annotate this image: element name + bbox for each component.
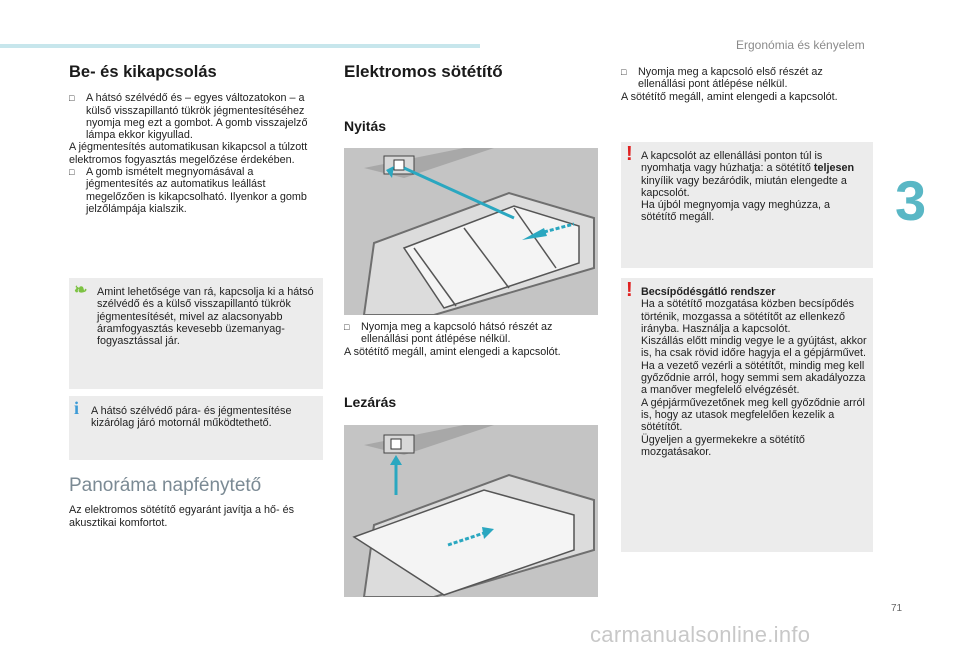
exclamation-icon: ! <box>626 279 633 301</box>
paragraph-close-stop: A sötétítő megáll, amint elengedi a kapc… <box>621 90 838 103</box>
page-number: 71 <box>891 603 903 614</box>
chapter-number: 3 <box>895 169 927 232</box>
checkbox-bullet-icon: □ <box>69 167 75 178</box>
info-note-box: i A hátsó szélvédő pára- és jégmentesíté… <box>69 396 323 460</box>
roof-open-illustration <box>344 148 598 315</box>
eco-note-text: Amint lehetősége van rá, kapcsolja ki a … <box>97 286 314 348</box>
exclamation-icon: ! <box>626 143 633 165</box>
bullet-defrost-on: □A hátsó szélvédő és – egyes változatoko… <box>69 92 308 142</box>
header-accent-bar <box>0 44 480 48</box>
column-middle: Elektromos sötétítő <box>344 62 598 92</box>
warning-box-anti-pinch: ! Becsípődésgátló rendszer Ha a sötétítő… <box>621 278 873 552</box>
leaf-icon: ❧ <box>74 282 88 299</box>
warning-text-anti-pinch: Becsípődésgátló rendszer Ha a sötétítő m… <box>641 286 867 458</box>
bullet-defrost-off: □A gomb ismételt megnyomásával a jégment… <box>69 166 307 215</box>
info-note-text: A hátsó szélvédő pára- és jégmentesítése… <box>91 405 292 430</box>
checkbox-bullet-icon: □ <box>621 67 627 77</box>
bullet-open: □Nyomja meg a kapcsoló hátsó részét az e… <box>344 321 553 346</box>
eco-note-box: ❧ Amint lehetősége van rá, kapcsolja ki … <box>69 278 323 389</box>
heading-electric-blind: Elektromos sötétítő <box>344 62 503 81</box>
figure-open-blind <box>344 148 598 315</box>
heading-close: Lezárás <box>344 394 397 410</box>
heading-open: Nyitás <box>344 118 387 134</box>
roof-close-illustration <box>344 425 598 597</box>
open-instructions: □Nyomja meg a kapcsoló hátsó részét az e… <box>344 321 598 358</box>
watermark: carmanualsonline.info <box>590 622 811 647</box>
heading-on-off: Be- és kikapcsolás <box>69 63 217 81</box>
column-left: Be- és kikapcsolás □A hátsó szélvédő és … <box>69 63 323 215</box>
warning-text-full-travel: A kapcsolót az ellenállási ponton túl is… <box>641 150 855 224</box>
section-header: Ergonómia és kényelem <box>736 38 865 52</box>
paragraph-panorama: Az elektromos sötétítő egyaránt javítja … <box>69 504 295 529</box>
paragraph-open-stop: A sötétítő megáll, amint elengedi a kapc… <box>344 345 561 358</box>
bullet-close: □Nyomja meg a kapcsoló első részét az el… <box>621 66 823 91</box>
checkbox-bullet-icon: □ <box>344 322 350 332</box>
figure-close-blind <box>344 425 598 597</box>
paragraph-auto-off: A jégmentesítés automatikusan kikapcsol … <box>69 141 308 166</box>
warning-box-full-travel: ! A kapcsolót az ellenállási ponton túl … <box>621 142 873 268</box>
info-icon: i <box>74 398 80 418</box>
panorama-section: Panoráma napfénytető Az elektromos sötét… <box>69 475 323 529</box>
checkbox-bullet-icon: □ <box>69 93 75 104</box>
column-right: □Nyomja meg a kapcsoló első részét az el… <box>621 66 873 103</box>
heading-panorama: Panoráma napfénytető <box>69 475 262 496</box>
